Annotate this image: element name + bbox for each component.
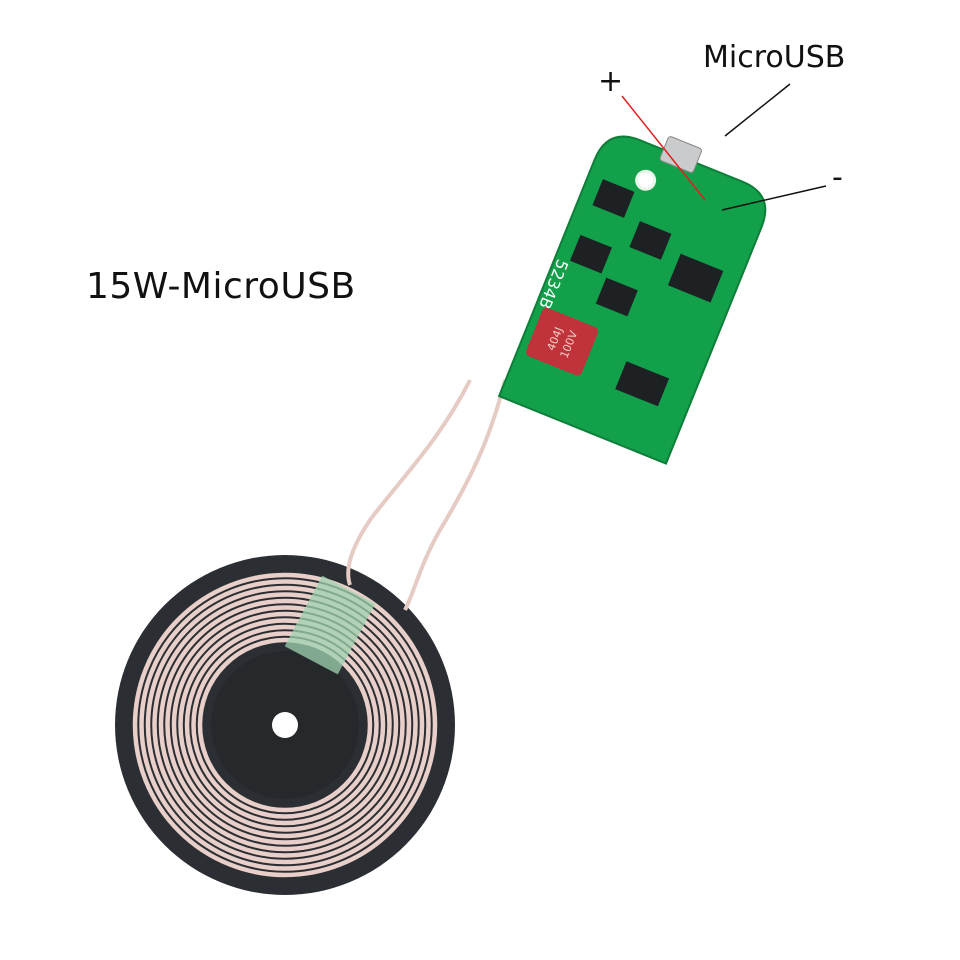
coil-winding [139, 579, 431, 871]
chip [569, 234, 612, 274]
coil-winding [191, 631, 379, 819]
chip [595, 277, 638, 317]
coil-winding [132, 572, 438, 878]
chip [667, 253, 724, 303]
pcb-board: 404J 100V 5234B [497, 135, 767, 465]
coil-winding [158, 598, 412, 852]
coil-winding [197, 637, 373, 813]
charging-coil [115, 555, 455, 895]
minus-label: - [832, 160, 843, 195]
lead-wires [346, 379, 507, 611]
plus-pointer-line [621, 95, 706, 201]
chip [615, 361, 670, 407]
coil-tape [284, 575, 376, 675]
product-title: 15W-MicroUSB [86, 266, 356, 307]
minus-pointer-line [721, 185, 827, 211]
chip [592, 179, 635, 218]
coil-winding [145, 585, 425, 865]
chip [629, 221, 672, 260]
coil-winding [171, 611, 399, 839]
coil-winding [184, 624, 386, 826]
coil-winding [178, 618, 392, 832]
coil-winding [165, 605, 405, 845]
capacitor [526, 307, 599, 376]
mount-hole [635, 169, 657, 191]
coil-windings [132, 572, 438, 878]
center-hole [272, 712, 298, 738]
microusb-label: MicroUSB [703, 40, 846, 75]
microusb-pointer-line [724, 83, 791, 137]
coil-winding [152, 592, 418, 858]
plus-label: + [598, 64, 624, 99]
